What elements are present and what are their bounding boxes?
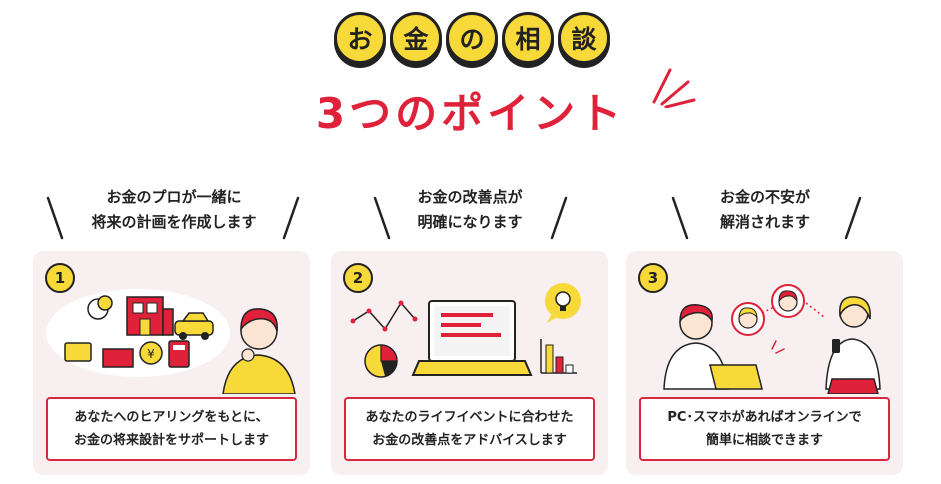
smartphone-icon bbox=[832, 339, 840, 353]
car-icon bbox=[174, 312, 214, 340]
point-2-number-badge: 2 bbox=[343, 263, 373, 293]
point-3-number-badge: 3 bbox=[638, 263, 668, 293]
point-2-message-line2: お金の改善点をアドバイスします bbox=[372, 433, 567, 448]
family-icon bbox=[87, 295, 113, 320]
point-3-card: 3 bbox=[626, 251, 903, 475]
lightbulb-icon bbox=[545, 283, 581, 323]
yen-coin-icon bbox=[139, 341, 163, 365]
coin-char: 相 bbox=[502, 12, 554, 64]
heading-slash-left bbox=[46, 196, 64, 240]
point-1-message-line2: お金の将来設計をサポートします bbox=[73, 433, 269, 448]
point-1-card: 1 ¥ bbox=[33, 251, 310, 475]
point-3-heading: お金の不安が 解消されます bbox=[615, 185, 915, 245]
banknote-icon bbox=[102, 348, 134, 368]
pie-chart-icon bbox=[364, 344, 398, 378]
laptop-icon bbox=[709, 364, 763, 390]
point-3-message-line2: 簡単に相談できます bbox=[705, 433, 823, 448]
coin-char: 金 bbox=[390, 12, 442, 64]
point-3-message-line1: PC･スマホがあればオンラインで bbox=[667, 410, 862, 425]
point-3-message: PC･スマホがあればオンラインで 簡単に相談できます bbox=[639, 397, 890, 461]
heading-slash-right bbox=[282, 196, 300, 240]
point-2-message-line1: あなたのライフイベントに合わせた bbox=[365, 410, 574, 425]
line-chart-icon bbox=[352, 301, 416, 331]
financial-planning-illustration: ¥ bbox=[46, 289, 296, 394]
page-title: 3つのポイント bbox=[315, 89, 626, 138]
avatar-bubble-icon bbox=[731, 302, 765, 336]
laptop-icon bbox=[411, 300, 533, 376]
point-2-heading-line1: お金の改善点が bbox=[417, 188, 523, 206]
heading-slash-left bbox=[373, 196, 391, 240]
woman-person bbox=[825, 296, 881, 394]
point-1-message-line1: あなたへのヒアリングをもとに、 bbox=[74, 410, 269, 425]
coin-title-row: お 金 の 相 談 bbox=[334, 12, 610, 72]
calculator-icon bbox=[168, 340, 190, 368]
avatar-bubble-icon bbox=[771, 284, 805, 318]
point-3-heading-line2: 解消されます bbox=[719, 213, 810, 231]
point-1-number-badge: 1 bbox=[45, 263, 75, 293]
man-person bbox=[663, 304, 763, 390]
online-consultation-illustration bbox=[663, 284, 881, 394]
heading-slash-right bbox=[550, 196, 568, 240]
house-icon bbox=[126, 296, 174, 336]
point-2-heading: お金の改善点が 明確になります bbox=[320, 185, 620, 245]
point-1-heading: お金のプロが一緒に 将来の計画を作成します bbox=[24, 185, 324, 245]
credit-card-icon bbox=[64, 342, 92, 362]
svg-text:¥: ¥ bbox=[147, 347, 155, 361]
improvement-analysis-illustration bbox=[350, 283, 581, 378]
point-2-heading-line2: 明確になります bbox=[417, 213, 523, 231]
heading-slash-left bbox=[671, 196, 689, 240]
advisor-person bbox=[222, 308, 296, 394]
point-1-heading-line1: お金のプロが一緒に bbox=[106, 188, 242, 206]
point-2-card: 2 bbox=[331, 251, 608, 475]
bar-chart-icon bbox=[540, 339, 577, 374]
point-2-message: あなたのライフイベントに合わせた お金の改善点をアドバイスします bbox=[344, 397, 595, 461]
point-1-message: あなたへのヒアリングをもとに、 お金の将来設計をサポートします bbox=[46, 397, 297, 461]
coin-char: の bbox=[446, 12, 498, 64]
heading-slash-right bbox=[844, 196, 862, 240]
coin-char: 談 bbox=[558, 12, 610, 64]
point-1-heading-line2: 将来の計画を作成します bbox=[91, 213, 257, 231]
coin-char: お bbox=[334, 12, 386, 64]
emphasis-burst-icon bbox=[652, 68, 696, 108]
point-3-heading-line1: お金の不安が bbox=[719, 188, 810, 206]
